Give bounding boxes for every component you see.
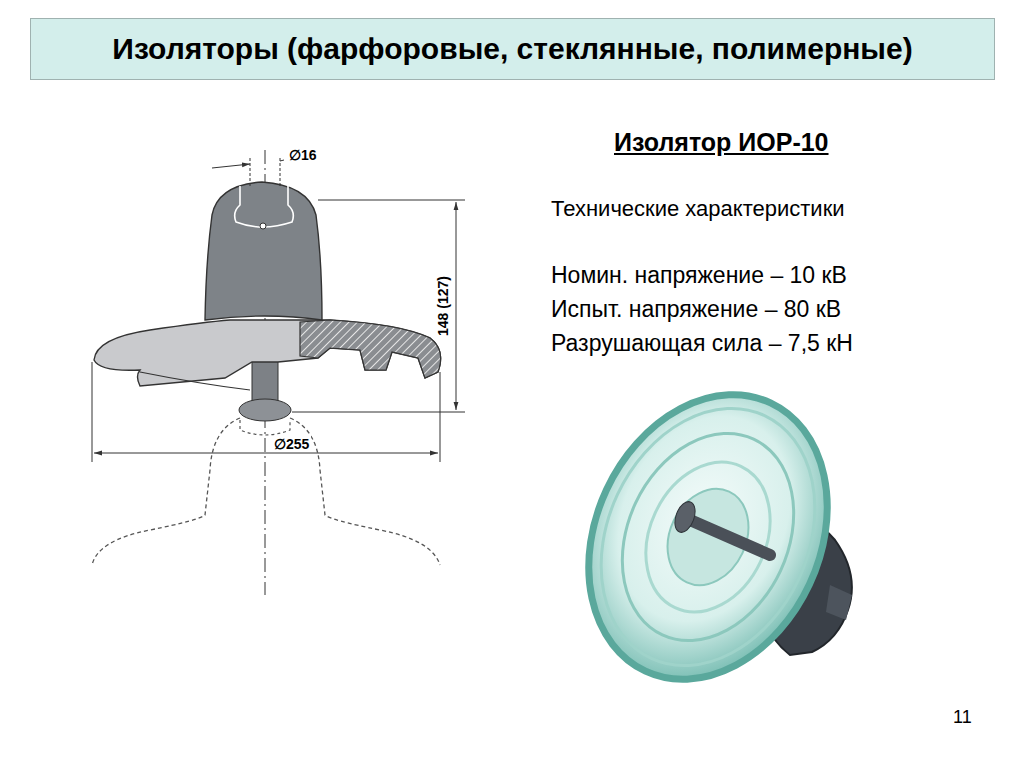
insulator-name: Изолятор ИОР-10 [614, 128, 829, 157]
pin [690, 520, 770, 555]
extension-line [250, 158, 251, 188]
socket-outline [240, 420, 290, 435]
spec-heading: Технические характеристики [551, 196, 845, 221]
extension-line [280, 158, 281, 188]
dimension-line [456, 202, 457, 410]
next-insulator-outline [92, 418, 440, 565]
disk-rim [140, 372, 250, 390]
glass-shell [544, 356, 872, 719]
extension-line [318, 200, 465, 201]
cap-hole [260, 223, 266, 229]
pin-ball [239, 399, 291, 421]
insulator-cap [205, 182, 322, 320]
insulator-disk [94, 320, 441, 386]
glass-insulator-photo [544, 356, 872, 719]
dimension-line [94, 453, 438, 454]
dimension-label: 148 (127) [435, 274, 451, 338]
page-number: 11 [953, 707, 972, 728]
glass-rib [590, 405, 826, 668]
extension-line [440, 372, 441, 462]
spec-line: Номин. напряжение – 10 кВ [551, 262, 847, 288]
glass-rib [622, 442, 793, 632]
spec-line: Испыт. напряжение – 80 кВ [551, 296, 841, 322]
dimension-label: ∅255 [272, 436, 311, 452]
section-hatch [300, 320, 441, 378]
extension-line [92, 362, 93, 462]
cap-lug [826, 585, 852, 620]
glass-rib [561, 373, 856, 700]
cap-slot [235, 186, 294, 227]
dimension-line [280, 160, 284, 161]
extension-line [292, 412, 465, 413]
title-band: Изоляторы (фарфоровые, стеклянные, полим… [30, 18, 995, 80]
slide-title: Изоляторы (фарфоровые, стеклянные, полим… [112, 32, 912, 66]
pin-head [671, 499, 699, 535]
dimension-label: ∅16 [287, 147, 319, 163]
dimension-line [212, 164, 250, 168]
spec-line: Разрушающая сила – 7,5 кН [551, 330, 853, 356]
glass-center [652, 476, 763, 599]
